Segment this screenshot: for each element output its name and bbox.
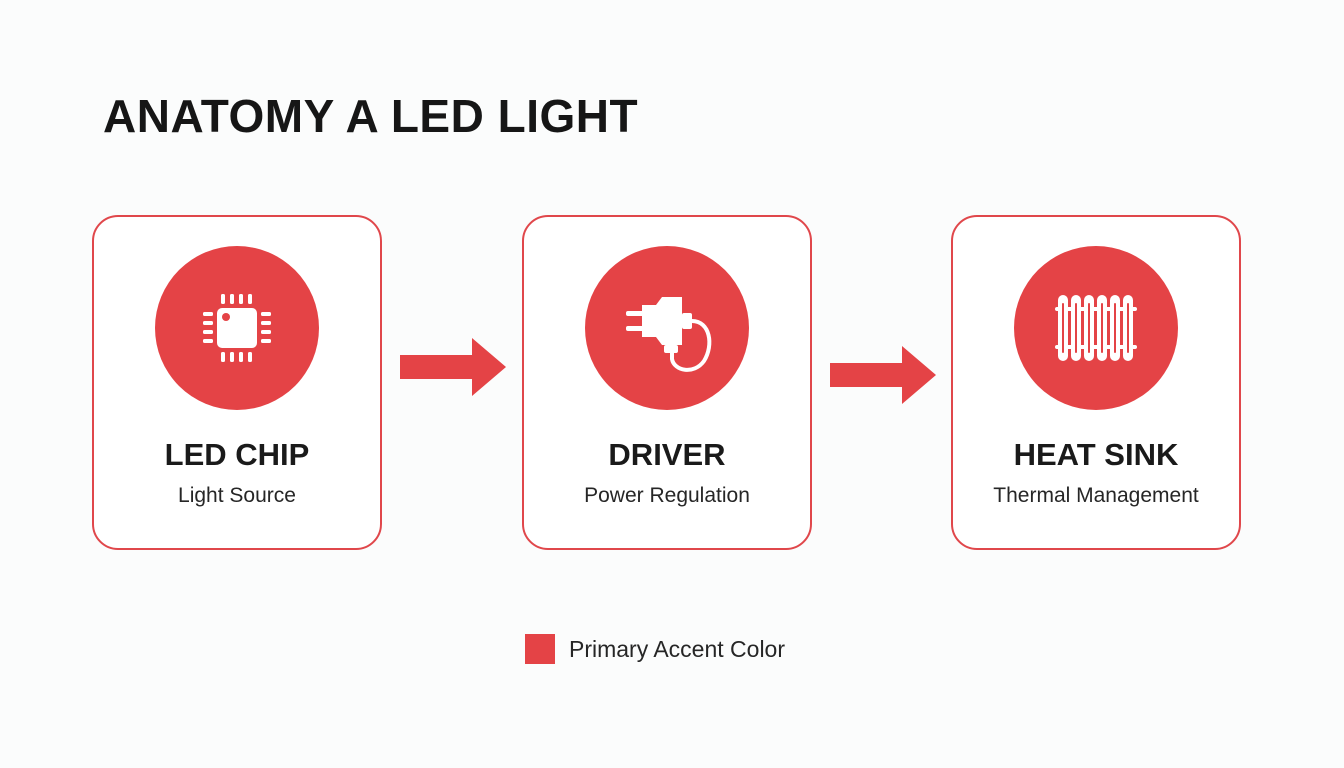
component-name: HEAT SINK <box>1013 437 1179 472</box>
component-name: LED CHIP <box>164 437 310 472</box>
component-description: Power Regulation <box>584 484 750 507</box>
power-adapter-icon <box>626 297 712 372</box>
arrow-right-icon <box>400 338 506 396</box>
component-name: DRIVER <box>608 437 726 472</box>
arrow-right-icon <box>830 346 936 404</box>
component-card-led-chip: LED CHIP Light Source <box>92 215 382 550</box>
chip-icon <box>203 294 271 362</box>
diagram-title: ANATOMY A LED LIGHT <box>103 90 639 142</box>
component-description: Light Source <box>178 484 296 507</box>
icon-circle <box>585 246 749 410</box>
component-card-driver: DRIVER Power Regulation <box>522 215 812 550</box>
icon-circle <box>1014 246 1178 410</box>
heat-sink-icon <box>1055 295 1137 361</box>
legend-swatch <box>525 634 555 664</box>
component-card-heat-sink: HEAT SINK Thermal Management <box>951 215 1241 550</box>
legend-label: Primary Accent Color <box>569 635 786 662</box>
component-description: Thermal Management <box>993 484 1199 507</box>
legend: Primary Accent Color <box>525 634 785 664</box>
icon-circle <box>155 246 319 410</box>
